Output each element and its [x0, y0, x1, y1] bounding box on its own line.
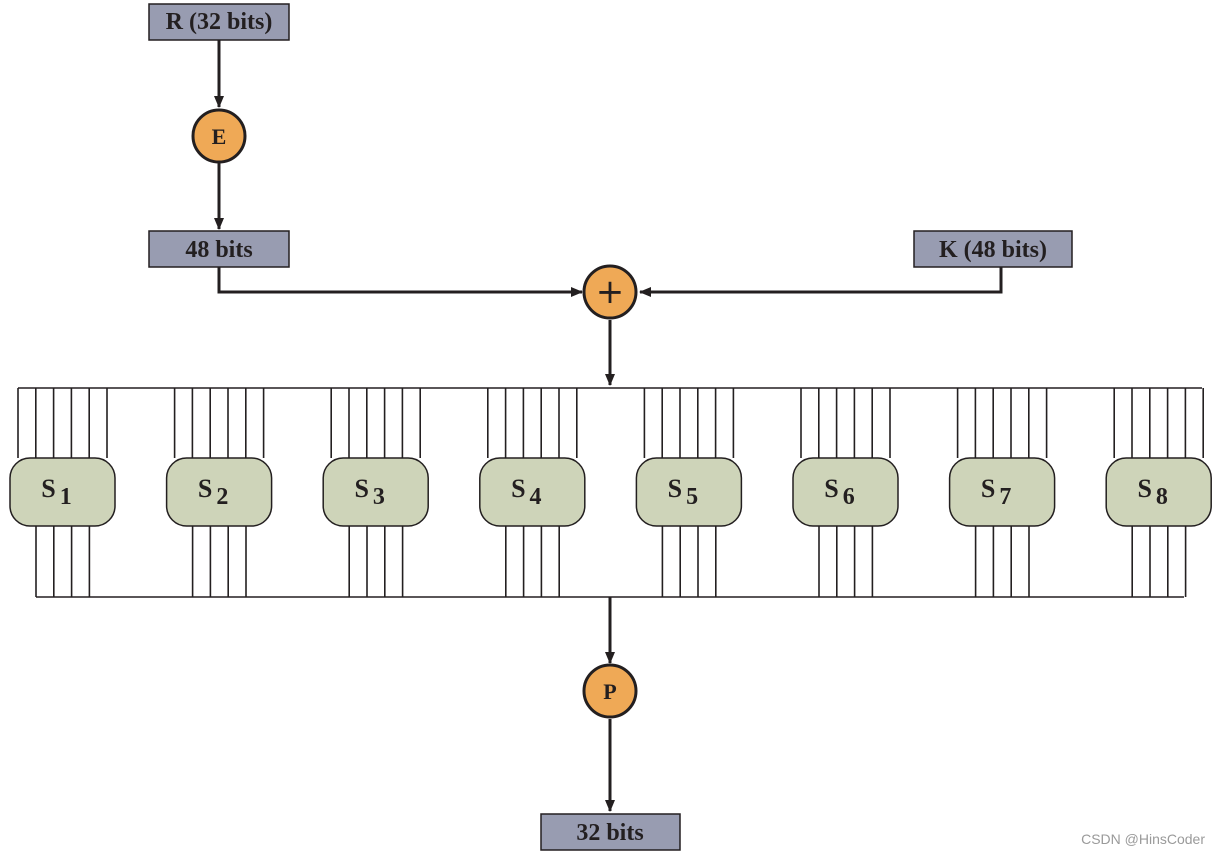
sbox-index: 3	[373, 484, 385, 510]
sbox-letter: S	[354, 474, 368, 503]
box-key-48bits: K (48 bits)	[913, 230, 1073, 268]
box-r-32bits: R (32 bits)	[148, 3, 290, 41]
box-r-32bits-label: R (32 bits)	[166, 9, 273, 35]
permutation-label: P	[603, 679, 616, 704]
sbox-index: 6	[843, 484, 855, 510]
box-output-32bits: 32 bits	[540, 813, 681, 851]
arrow-key-to-xor	[639, 267, 1003, 297]
box-key-48bits-label: K (48 bits)	[939, 237, 1047, 263]
xor-circle: +	[582, 264, 638, 320]
sbox-index: 5	[686, 484, 698, 510]
sbox-letter: S	[981, 474, 995, 503]
sbox-letter: S	[198, 474, 212, 503]
sbox-index: 2	[216, 484, 228, 510]
sbox-letter: S	[668, 474, 682, 503]
sbox-index: 4	[530, 484, 542, 510]
box-48bits: 48 bits	[148, 230, 290, 268]
expansion-label: E	[212, 124, 227, 149]
sbox-letter: S	[511, 474, 525, 503]
sbox-index: 8	[1156, 484, 1168, 510]
sbox-wires	[17, 387, 1204, 598]
sbox-index: 1	[60, 484, 72, 510]
arrow-48bits-to-xor	[217, 267, 583, 297]
xor-label: +	[596, 272, 625, 312]
expansion-circle: E	[191, 108, 247, 164]
box-output-32bits-label: 32 bits	[576, 820, 643, 846]
sbox-index: 7	[999, 484, 1011, 510]
permutation-circle: P	[582, 663, 638, 719]
sbox-letter: S	[1137, 474, 1151, 503]
watermark-text: CSDN @HinsCoder	[1081, 831, 1205, 847]
box-48bits-label: 48 bits	[185, 237, 252, 263]
sbox-letter: S	[41, 474, 55, 503]
flow-arrows	[214, 40, 1003, 812]
sbox-letter: S	[824, 474, 838, 503]
